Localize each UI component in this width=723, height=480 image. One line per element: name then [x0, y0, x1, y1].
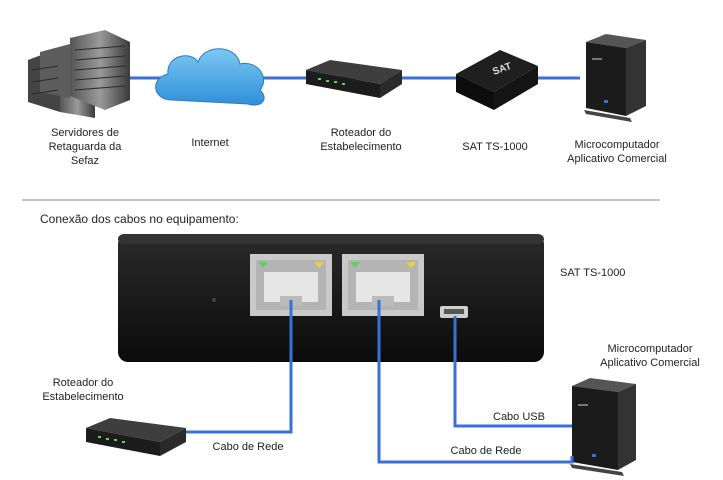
lan-port-1 — [250, 254, 332, 316]
section-title: Conexão dos cabos no equipamento: — [40, 212, 239, 226]
label-router-bottom: Roteador do Estabelecimento — [42, 377, 124, 403]
label-cable-lan2: Cabo de Rede — [450, 445, 522, 457]
desktop-tower-icon — [584, 34, 646, 122]
server-rack-icon — [28, 30, 130, 118]
router-icon — [306, 60, 402, 98]
label-pc: Microcomputador Aplicativo Comercial — [567, 139, 667, 165]
cloud-icon — [155, 48, 265, 106]
label-device: SAT TS-1000 — [560, 267, 626, 279]
cable-lan1 — [186, 300, 293, 434]
label-servers: Servidores de Retaguarda da Sefaz — [48, 127, 122, 167]
desktop-tower-bottom-icon — [570, 378, 636, 476]
cable-usb — [453, 316, 572, 428]
label-router: Roteador do Estabelecimento — [320, 127, 402, 153]
label-pc-bottom: Microcomputador Aplicativo Comercial — [600, 343, 700, 369]
sat-device-icon: SAT — [456, 50, 538, 110]
label-cable-lan1: Cabo de Rede — [212, 441, 284, 453]
sat-device-front-icon — [118, 234, 544, 362]
label-sat: SAT TS-1000 — [462, 141, 528, 153]
router-bottom-icon — [86, 418, 186, 456]
usb-port — [440, 306, 468, 318]
lan-port-2 — [342, 254, 424, 316]
label-cable-usb: Cabo USB — [493, 411, 545, 423]
label-internet: Internet — [191, 137, 229, 149]
cable-lan2 — [377, 300, 574, 464]
